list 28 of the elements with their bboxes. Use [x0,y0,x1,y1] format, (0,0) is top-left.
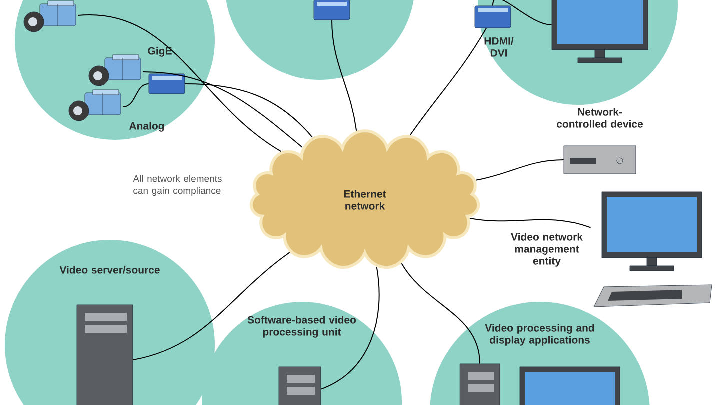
monitor-drawing [520,366,620,405]
computer-tower-drawing [460,364,500,405]
cable [492,0,552,26]
cable [320,266,380,390]
device-label: HDMI/ DVI [484,37,514,57]
network-cloud: Ethernet network [250,130,480,270]
cable [476,160,564,181]
cable [142,72,304,148]
device-label: Analog [129,122,164,132]
cable [132,252,290,361]
converter-drawing [314,0,350,20]
cable [184,84,314,138]
cable [332,20,358,132]
monitor-drawing [552,0,648,64]
converter-drawing [148,74,186,94]
cable [78,15,282,152]
node-label: Software-based video processing unit [248,316,356,338]
camera-drawing [24,0,76,32]
device-label: GigE [148,47,172,57]
cable [410,28,488,136]
cable [401,263,480,364]
device-label: Network-controlled device [557,108,644,128]
cable [470,218,592,228]
device-label: Video network management entity [511,233,583,267]
server-drawing [76,304,134,405]
note-text: All network elements can gain compliance [133,175,222,196]
cable [122,84,150,108]
server-drawing [278,366,322,405]
